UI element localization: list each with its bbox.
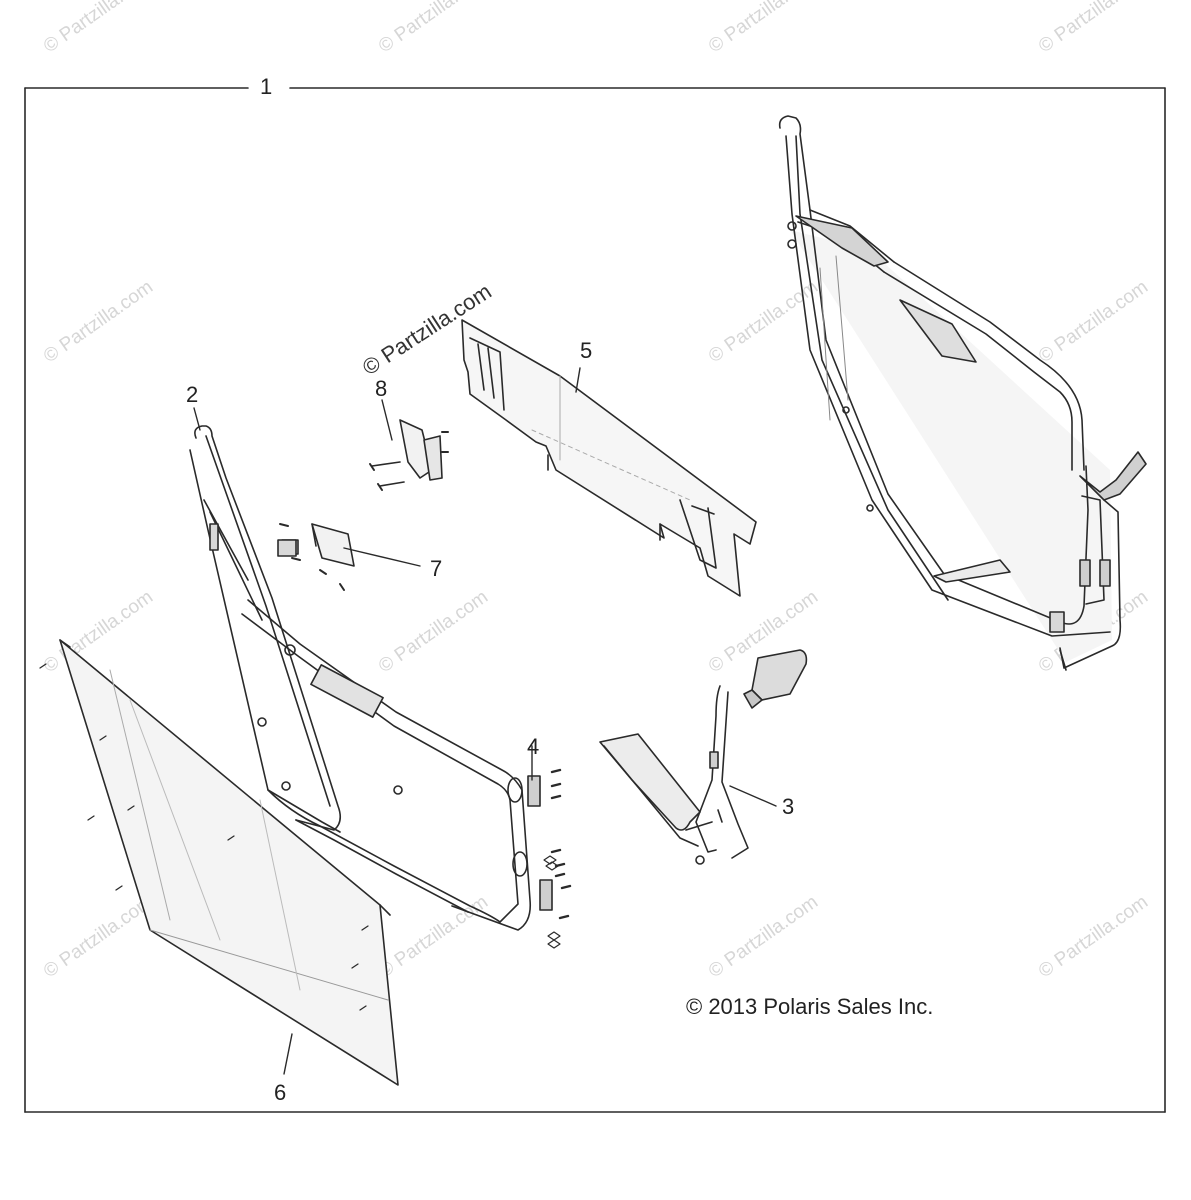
upper-window-panel xyxy=(461,319,757,597)
hinge-bracket xyxy=(277,523,355,591)
mount-bracket xyxy=(369,419,449,491)
callout-number: 8 xyxy=(375,376,388,401)
leader-lines xyxy=(193,367,777,1075)
leader-line xyxy=(283,1033,293,1075)
leader-line xyxy=(381,399,393,441)
callout-number: 6 xyxy=(274,1080,287,1105)
assembly-callout: 1 xyxy=(260,74,273,99)
callout-number: 2 xyxy=(186,382,199,407)
callout-number: 5 xyxy=(580,338,593,363)
leader-line xyxy=(729,785,777,807)
callout-number: 4 xyxy=(527,734,540,759)
mirror-bracket xyxy=(599,649,808,865)
assembly-frame xyxy=(24,87,1166,1113)
leader-line xyxy=(193,407,201,431)
copyright-notice: © 2013 Polaris Sales Inc. xyxy=(686,994,934,1019)
lower-door-panel xyxy=(39,639,399,1086)
leader-line xyxy=(343,547,421,567)
latch-hardware xyxy=(507,768,572,949)
left-door-frame xyxy=(189,425,532,931)
door-assembly xyxy=(778,115,1147,671)
callout-number: 7 xyxy=(430,556,443,581)
leader-line xyxy=(575,367,581,393)
callout-number: 3 xyxy=(782,794,795,819)
